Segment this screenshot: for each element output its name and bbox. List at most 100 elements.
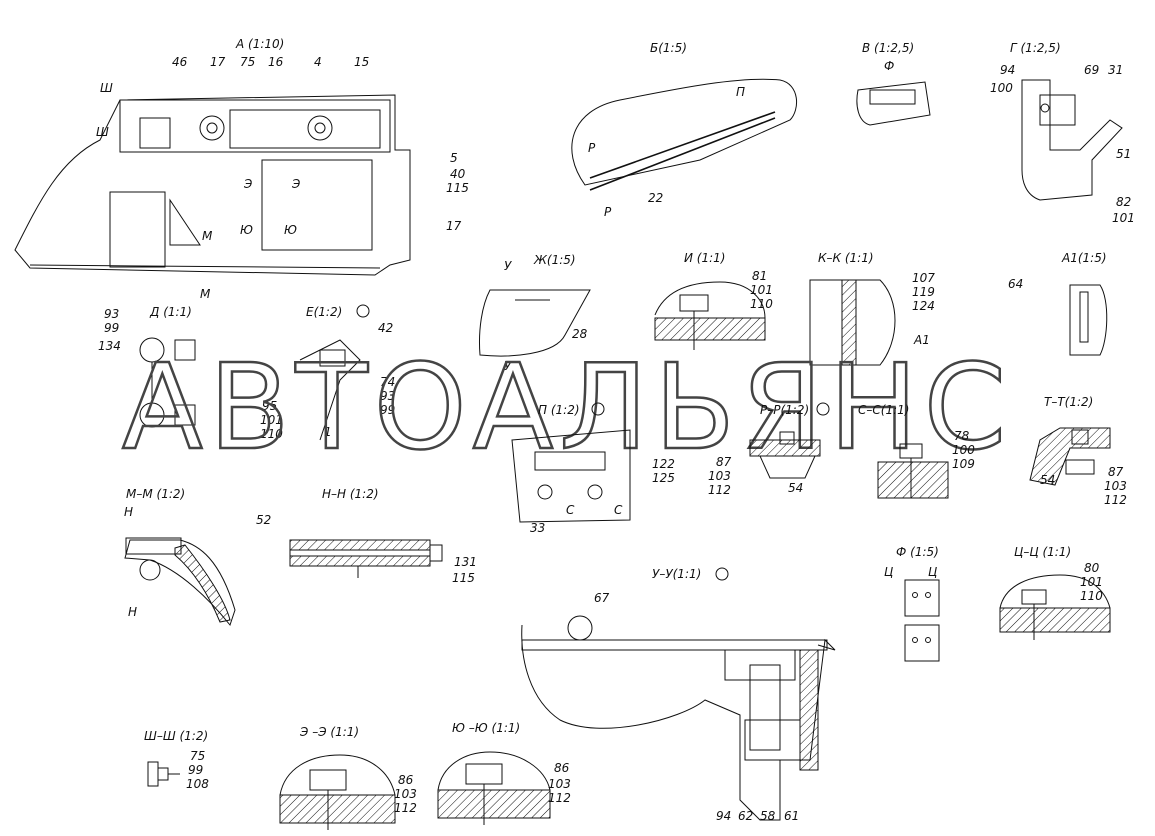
view-uu-title: У–У(1:1) [652, 567, 701, 581]
callout-d-134: 134 [98, 339, 121, 353]
callout-a-75: 75 [240, 55, 255, 69]
callout-rr-54: 54 [788, 481, 803, 495]
view-uu: У–У(1:1) 67 94 62 58 61 [521, 567, 836, 823]
callout-g-100: 100 [990, 81, 1013, 95]
callout-g-51: 51 [1116, 147, 1131, 161]
callout-mm-n2: Н [128, 605, 137, 619]
view-b: Б(1:5) П Р Р 22 [571, 41, 798, 219]
callout-a-16: 16 [268, 55, 284, 69]
callout-a1-64: 64 [1008, 277, 1023, 291]
callout-a-5: 5 [450, 151, 458, 165]
callout-d-99: 99 [104, 321, 119, 335]
callout-b-r2: Р [604, 205, 612, 219]
callout-a-yu1: Ю [240, 223, 253, 237]
callout-ee-112: 112 [394, 801, 417, 815]
view-a1: А1(1:5) 64 [1008, 251, 1108, 356]
view-p-title: П (1:2) [538, 403, 580, 417]
view-cc: Ц–Ц (1:1) 80 101 110 [999, 545, 1111, 640]
callout-f-c2: Ц [928, 565, 937, 579]
view-g-title: Г (1:2,5) [1010, 41, 1061, 55]
callout-e-101: 101 [260, 413, 283, 427]
callout-rr-87: 87 [716, 455, 732, 469]
callout-shsh-75: 75 [190, 749, 205, 763]
view-e: Е(1:2) 42 74 93 99 95 101 110 1 [260, 304, 395, 441]
callout-yuyu-112: 112 [548, 791, 571, 805]
view-ss-title: С–С(1:1) [858, 403, 909, 417]
view-cc-title: Ц–Ц (1:1) [1014, 545, 1071, 559]
callout-tt-87: 87 [1108, 465, 1124, 479]
callout-ss-100: 100 [952, 443, 975, 457]
callout-ee-103: 103 [394, 787, 417, 801]
callout-i-81: 81 [752, 269, 767, 283]
callout-e-95: 95 [262, 399, 277, 413]
callout-shsh-108: 108 [186, 777, 209, 791]
callout-e-93: 93 [380, 389, 395, 403]
callout-f-c1: Ц [884, 565, 893, 579]
view-v: В (1:2,5) Ф [856, 41, 931, 126]
view-f-title: Ф (1:5) [896, 545, 939, 559]
view-e-title: Е(1:2) [306, 305, 342, 319]
view-yuyu: Ю –Ю (1:1) 86 103 112 [437, 721, 571, 825]
view-v-title: В (1:2,5) [862, 41, 914, 55]
watermark: АВТОАЛЬЯНС [122, 338, 1012, 476]
callout-i-110: 110 [750, 297, 773, 311]
callout-p-125: 125 [652, 471, 675, 485]
callout-b-p: П [736, 85, 745, 99]
callout-a-m1: М [202, 229, 213, 243]
callout-uu-62: 62 [738, 809, 753, 823]
callout-a-40: 40 [450, 167, 466, 181]
view-mm-title: М–М (1:2) [126, 487, 185, 501]
callout-a-17: 17 [210, 55, 226, 69]
callout-zh-u2: У [504, 359, 512, 373]
callout-tt-54: 54 [1040, 473, 1055, 487]
view-a-title: А (1:10) [235, 37, 284, 51]
callout-a-e1: Э [243, 177, 253, 191]
callout-a-sh2: Ш [96, 125, 109, 139]
view-d-title: Д (1:1) [149, 305, 192, 319]
callout-e-99: 99 [380, 403, 395, 417]
callout-uu-94: 94 [716, 809, 731, 823]
callout-g-94: 94 [1000, 63, 1015, 77]
view-kk: К–К (1:1) 107 119 124 А1 [809, 251, 935, 366]
view-tt-title: Т–Т(1:2) [1044, 395, 1093, 409]
callout-a-46: 46 [172, 55, 188, 69]
callout-a-sh1: Ш [100, 81, 113, 95]
callout-kk-124: 124 [912, 299, 935, 313]
callout-g-82: 82 [1116, 195, 1131, 209]
callout-a-115: 115 [446, 181, 469, 195]
callout-uu-58: 58 [760, 809, 776, 823]
callout-cc-110: 110 [1080, 589, 1103, 603]
callout-p-122: 122 [652, 457, 675, 471]
callout-yuyu-103: 103 [548, 777, 571, 791]
callout-a-yu2: Ю [284, 223, 297, 237]
view-d: Д (1:1) 93 99 134 [98, 305, 196, 428]
callout-zh-28: 28 [572, 327, 588, 341]
callout-yuyu-86: 86 [554, 761, 570, 775]
callout-e-74: 74 [380, 375, 395, 389]
callout-a-15: 15 [354, 55, 369, 69]
view-tt: Т–Т(1:2) 54 87 103 112 [1029, 395, 1127, 507]
view-yuyu-title: Ю –Ю (1:1) [452, 721, 520, 735]
view-a-outline [14, 94, 411, 276]
callout-cc-80: 80 [1084, 561, 1100, 575]
view-p: П (1:2) 122 125 33 С С [511, 402, 675, 535]
view-kk-title: К–К (1:1) [818, 251, 874, 265]
view-rr-title: Р–Р(1:2) [760, 403, 809, 417]
callout-rr-103: 103 [708, 469, 731, 483]
callout-v-f: Ф [884, 59, 894, 73]
view-nn-title: Н–Н (1:2) [322, 487, 379, 501]
callout-tt-112: 112 [1104, 493, 1127, 507]
callout-uu-67: 67 [594, 591, 610, 605]
callout-ss-109: 109 [952, 457, 975, 471]
callout-i-101: 101 [750, 283, 773, 297]
callout-kk-107: 107 [912, 271, 935, 285]
callout-p-s2: С [614, 503, 623, 517]
callout-g-31: 31 [1108, 63, 1123, 77]
view-i: И (1:1) 81 101 110 [654, 251, 773, 350]
callout-e-1: 1 [324, 425, 332, 439]
callout-a-m2: М [200, 287, 211, 301]
callout-cc-101: 101 [1080, 575, 1103, 589]
callout-tt-103: 103 [1104, 479, 1127, 493]
